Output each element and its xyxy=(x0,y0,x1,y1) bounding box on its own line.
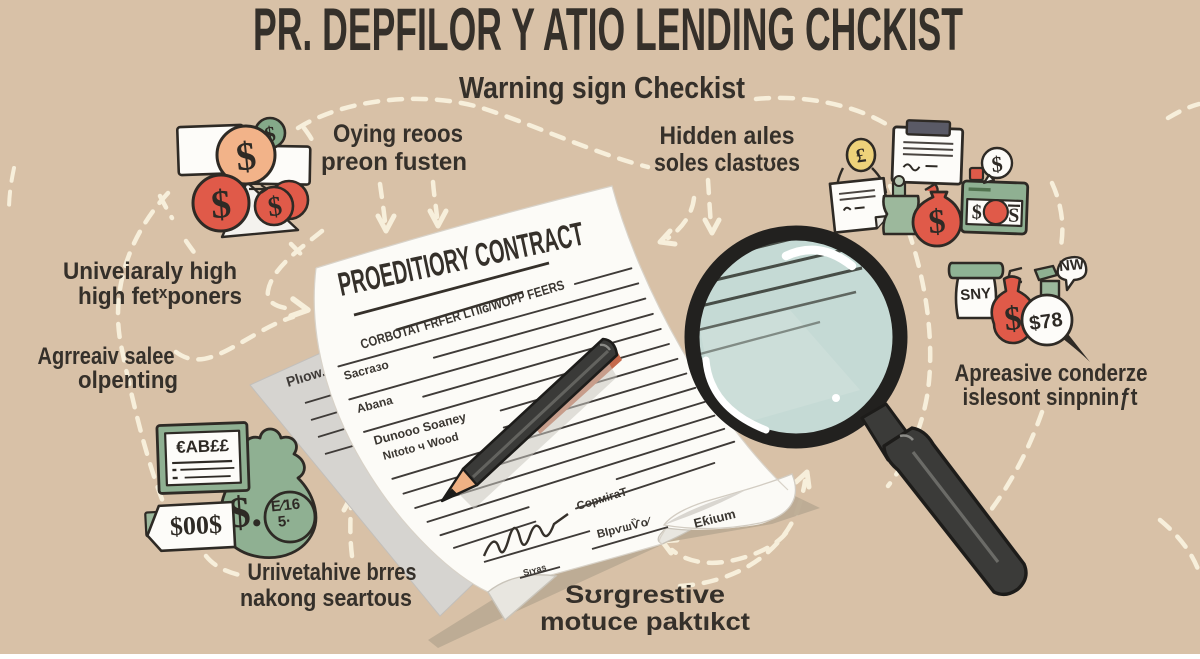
svg-text:$: $ xyxy=(927,203,947,241)
svg-text:$: $ xyxy=(209,181,232,227)
svg-text:SNY: SNY xyxy=(960,285,992,304)
svg-text:$00$: $00$ xyxy=(169,510,222,542)
svg-text:S: S xyxy=(1008,205,1020,227)
svg-text:Hidden aıles: Hidden aıles xyxy=(660,122,795,150)
svg-text:Oying reoos: Oying reoos xyxy=(333,120,463,148)
svg-text:Agrreaiv salee: Agrreaiv salee xyxy=(38,343,175,370)
svg-text:NW: NW xyxy=(1058,256,1085,275)
svg-text:nakong seartous: nakong seartous xyxy=(240,585,412,612)
svg-text:Univeiaraly high: Univeiaraly high xyxy=(63,258,237,285)
svg-text:Sʊrgrestive: Sʊrgrestive xyxy=(565,581,725,609)
svg-text:Apreasive conderze: Apreasive conderze xyxy=(955,360,1148,387)
svg-text:PR. DEPFILOR Y ATIO LENDING CH: PR. DEPFILOR Y ATIO LENDING CHCKIST xyxy=(253,0,963,63)
svg-text:high fetˣponers: high fetˣponers xyxy=(78,283,242,310)
svg-text:€AB££: €AB££ xyxy=(176,436,230,457)
svg-text:Warning sign Checkist: Warning sign Checkist xyxy=(459,70,745,105)
svg-text:motuce paktıkct: motuce paktıkct xyxy=(540,608,751,636)
svg-text:islesont sinpninƒt: islesont sinpninƒt xyxy=(963,384,1138,411)
svg-text:5·: 5· xyxy=(277,512,292,530)
svg-text:soles clastʊes: soles clastʊes xyxy=(654,149,800,177)
svg-text:$: $ xyxy=(971,201,982,223)
svg-text:olpenting: olpenting xyxy=(78,367,178,394)
svg-text:$78: $78 xyxy=(1028,309,1064,335)
svg-text:preon fusten: preon fusten xyxy=(321,148,467,176)
svg-text:Urıivetahive brres: Urıivetahive brres xyxy=(248,559,417,586)
